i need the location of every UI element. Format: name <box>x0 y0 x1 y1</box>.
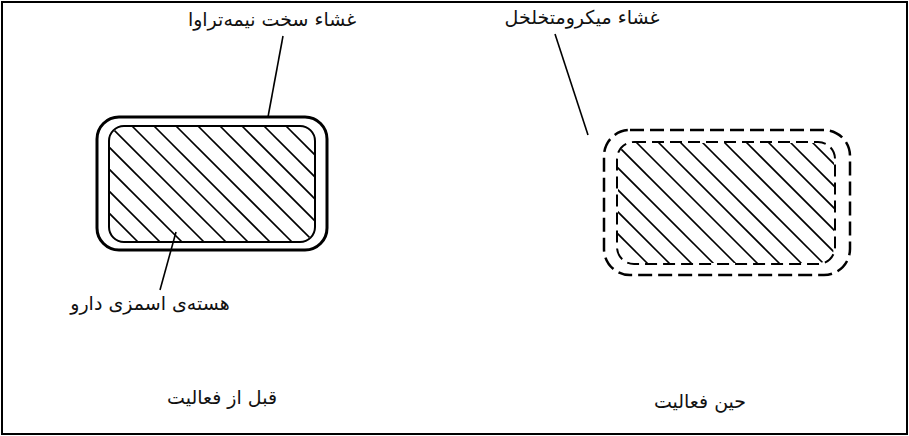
leader-line <box>160 232 176 290</box>
state-caption: قبل از فعالیت <box>112 386 332 409</box>
drug-core-outline <box>617 142 835 264</box>
hatch-line <box>258 127 314 241</box>
core-label: هسته‌ی اسمزی دارو <box>30 292 270 315</box>
drug-core-hatch <box>618 143 834 263</box>
state-caption: حین فعالیت <box>600 390 800 413</box>
hatch-line <box>717 143 834 263</box>
membrane-label: غشاء سخت نیمه‌تراوا <box>142 8 402 31</box>
hatch-line <box>827 143 834 263</box>
hatch-line <box>618 143 698 263</box>
hatch-line <box>302 127 314 241</box>
membrane-label: غشاء میکرومتخلخل <box>462 6 702 29</box>
hatch-line <box>110 127 166 241</box>
hatch-line <box>761 143 834 263</box>
hatch-line <box>618 143 676 263</box>
hatch-line <box>805 143 834 263</box>
hatch-line <box>618 143 742 263</box>
microporous-membrane <box>604 130 850 275</box>
hatch-line <box>236 127 314 241</box>
leader-line <box>268 36 283 117</box>
leader-line <box>555 34 588 135</box>
hatch-line <box>618 143 654 263</box>
hatch-line <box>280 127 314 241</box>
hatch-line <box>783 143 834 263</box>
drug-core-hatch <box>110 127 314 241</box>
semipermeable-membrane <box>97 117 327 250</box>
hatch-line <box>192 127 314 241</box>
